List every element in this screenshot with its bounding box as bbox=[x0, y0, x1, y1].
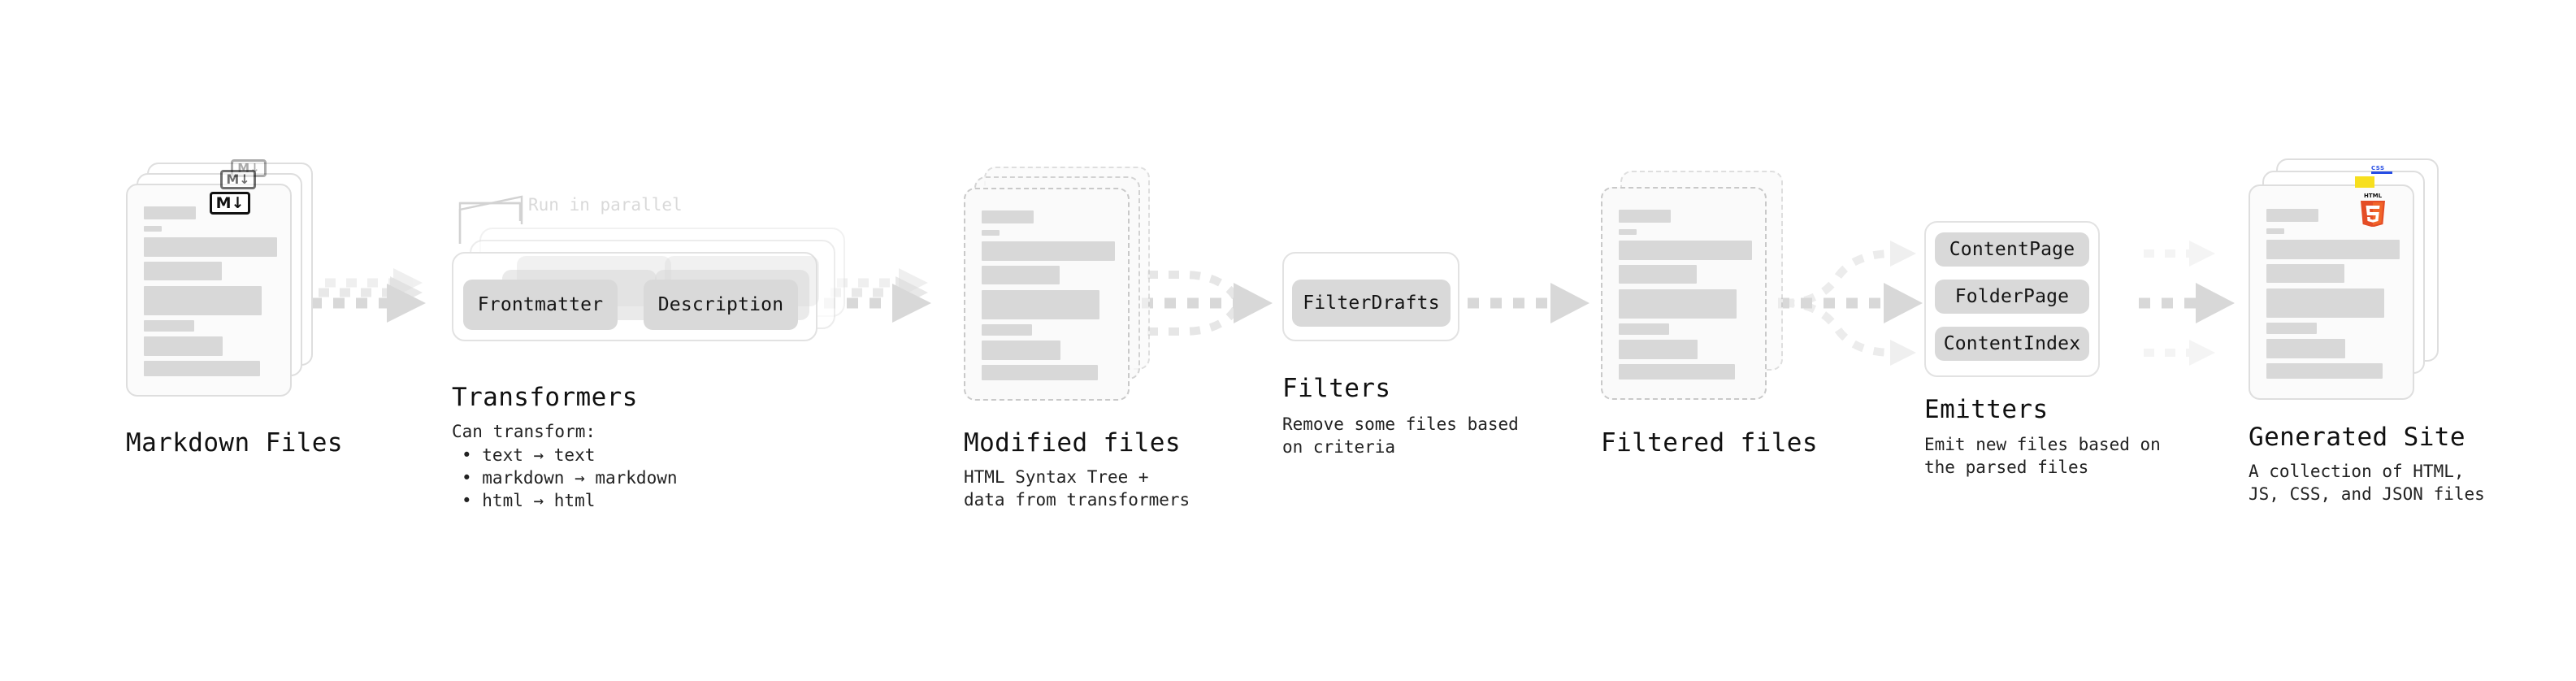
skeleton-bar bbox=[1619, 241, 1752, 260]
page-title-generated-site: Generated Site bbox=[2249, 423, 2465, 452]
markdown-badge-label: M↓ bbox=[226, 171, 250, 187]
skeleton-bar bbox=[144, 361, 260, 376]
arrow-emitters-to-site bbox=[2139, 241, 2235, 366]
generated-site-desc: A collection of HTML, JS, CSS, and JSON … bbox=[2249, 462, 2485, 504]
transformers-bullet-0: • text → text bbox=[462, 445, 596, 465]
chip-filterdrafts[interactable]: FilterDrafts bbox=[1292, 280, 1451, 327]
chip-contentindex[interactable]: ContentIndex bbox=[1935, 327, 2089, 361]
chip-frontmatter[interactable]: Frontmatter bbox=[463, 280, 618, 330]
arrow-markdown-to-transformers bbox=[310, 268, 426, 323]
html5-badge: HTML bbox=[2357, 191, 2388, 230]
chip-contentpage[interactable]: ContentPage bbox=[1935, 232, 2089, 267]
arrow-filtered-to-emitters bbox=[1778, 241, 1923, 366]
skeleton-bar bbox=[982, 241, 1115, 261]
arrow-filters-to-filtered bbox=[1468, 283, 1589, 323]
svg-text:HTML: HTML bbox=[2364, 193, 2383, 199]
skeleton-bar bbox=[2266, 240, 2400, 259]
skeleton-bar bbox=[2266, 288, 2384, 318]
markdown-badge-front: M↓ bbox=[210, 192, 250, 215]
skeleton-bar bbox=[2266, 323, 2317, 334]
skeleton-bar bbox=[1619, 210, 1671, 223]
skeleton-bar bbox=[1619, 364, 1735, 380]
markdown-card-front bbox=[126, 184, 292, 397]
skeleton-bar bbox=[982, 290, 1099, 319]
skeleton-bar bbox=[982, 340, 1060, 360]
arrow-modified-to-filters bbox=[1142, 271, 1273, 336]
skeleton-bar bbox=[1619, 340, 1698, 359]
js-badge bbox=[2355, 176, 2374, 188]
skeleton-bar bbox=[144, 226, 162, 232]
skeleton-bar bbox=[144, 320, 194, 332]
skeleton-bar bbox=[144, 206, 196, 219]
transformers-desc: Can transform: bbox=[452, 422, 596, 441]
html5-logo-icon: HTML bbox=[2361, 193, 2385, 228]
skeleton-bar bbox=[1619, 229, 1637, 235]
chip-description[interactable]: Description bbox=[644, 280, 798, 330]
skeleton-bar bbox=[144, 286, 262, 315]
skeleton-bar bbox=[982, 266, 1060, 284]
skeleton-bar bbox=[1619, 289, 1737, 319]
css-badge: CSS bbox=[2371, 165, 2392, 174]
filters-desc: Remove some files based on criteria bbox=[1282, 414, 1519, 457]
skeleton-bar bbox=[2266, 363, 2383, 379]
skeleton-bar bbox=[2266, 228, 2284, 234]
page-title-modified-files: Modified files bbox=[964, 428, 1181, 458]
skeleton-bar bbox=[1619, 265, 1697, 284]
skeleton-bar bbox=[2266, 264, 2344, 283]
skeleton-bar bbox=[2266, 209, 2318, 222]
chip-label: ContentPage bbox=[1949, 239, 2075, 260]
page-title-filters: Filters bbox=[1282, 374, 1391, 403]
modified-files-desc: HTML Syntax Tree + data from transformer… bbox=[964, 467, 1190, 510]
skeleton-bar bbox=[1619, 323, 1669, 335]
chip-label: Frontmatter bbox=[477, 294, 604, 315]
chip-label: FolderPage bbox=[1954, 286, 2070, 307]
chip-label: Description bbox=[657, 294, 784, 315]
chip-label: FilterDrafts bbox=[1303, 293, 1440, 314]
skeleton-bar bbox=[982, 210, 1034, 223]
chip-folderpage[interactable]: FolderPage bbox=[1935, 280, 2089, 314]
chip-label: ContentIndex bbox=[1943, 333, 2081, 354]
skeleton-bar bbox=[144, 262, 222, 280]
page-title-emitters: Emitters bbox=[1924, 395, 2049, 424]
page-title-filtered-files: Filtered files bbox=[1601, 428, 1818, 458]
skeleton-bar bbox=[982, 365, 1098, 380]
markdown-badge-mid: M↓ bbox=[220, 170, 256, 189]
skeleton-bar bbox=[2266, 339, 2345, 358]
skeleton-bar bbox=[144, 336, 223, 356]
css-badge-underline bbox=[2371, 171, 2392, 174]
filtered-card-front bbox=[1601, 187, 1767, 400]
modified-card-front bbox=[964, 188, 1130, 401]
skeleton-bar bbox=[144, 237, 277, 257]
site-card-front bbox=[2249, 184, 2414, 400]
css-badge-label: CSS bbox=[2371, 165, 2385, 171]
run-in-parallel-label: Run in parallel bbox=[528, 195, 683, 215]
page-title-markdown-files: Markdown Files bbox=[126, 428, 343, 458]
skeleton-bar bbox=[982, 324, 1032, 336]
markdown-badge-label: M↓ bbox=[215, 193, 245, 212]
page-title-transformers: Transformers bbox=[452, 383, 638, 412]
emitters-desc: Emit new files based on the parsed files bbox=[1924, 435, 2161, 477]
skeleton-bar bbox=[982, 230, 1000, 236]
transformers-bullet-2: • html → html bbox=[462, 491, 596, 510]
transformers-bullet-1: • markdown → markdown bbox=[462, 468, 678, 488]
